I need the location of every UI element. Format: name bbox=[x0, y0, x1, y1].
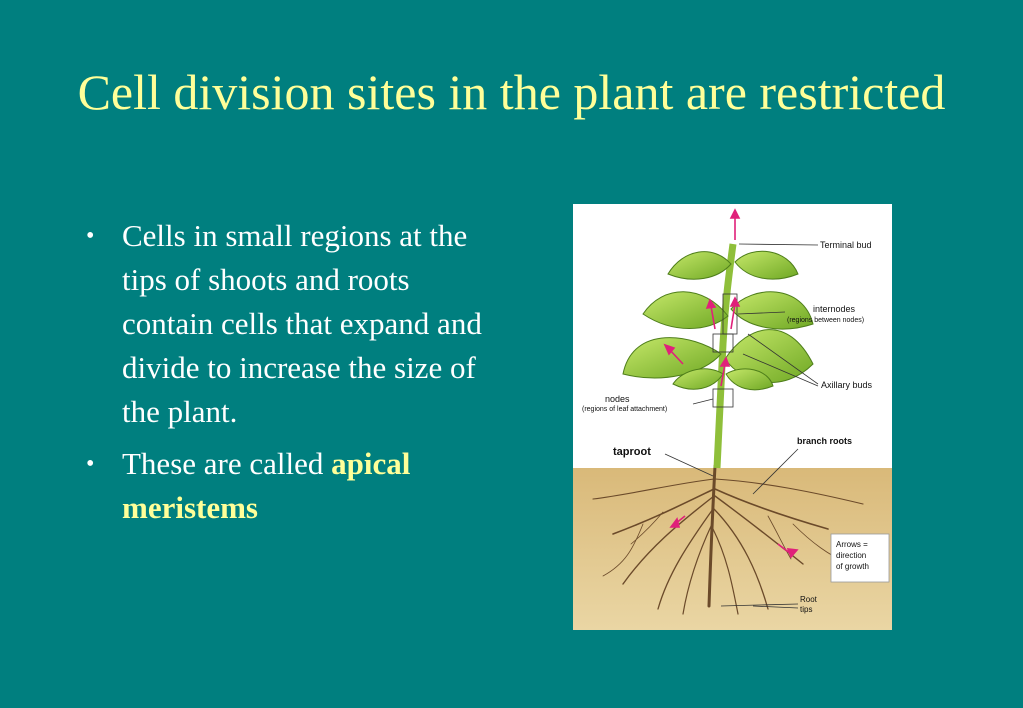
label-nodes-sub: (regions of leaf attachment) bbox=[582, 406, 667, 413]
highlight-term: apical meristems bbox=[122, 446, 411, 525]
label-internodes: internodes bbox=[813, 304, 856, 314]
bullet-text: These are called bbox=[122, 446, 332, 481]
label-taproot: taproot bbox=[613, 446, 651, 458]
leader-lines bbox=[664, 243, 819, 609]
plant-diagram: Terminal bud internodes (regions between… bbox=[573, 204, 892, 630]
plant-illustration: Terminal bud internodes (regions between… bbox=[573, 208, 892, 630]
label-root-tips-1: Root bbox=[800, 595, 818, 604]
bullet-symbol: • bbox=[86, 223, 95, 249]
leaves bbox=[622, 250, 814, 391]
bullet-list: • Cells in small regions at the tips of … bbox=[86, 214, 506, 538]
bullet-text: Cells in small regions at the tips of sh… bbox=[122, 218, 482, 429]
root-system bbox=[592, 464, 864, 615]
slide-title: Cell division sites in the plant are res… bbox=[77, 64, 946, 120]
growth-arrows bbox=[663, 208, 799, 559]
label-branch-roots: branch roots bbox=[797, 436, 852, 446]
label-root-tips-2: tips bbox=[800, 605, 812, 614]
legend-line-2: direction bbox=[836, 551, 866, 560]
bullet-item: • These are called apical meristems bbox=[86, 442, 506, 530]
stem bbox=[713, 243, 737, 469]
legend-line-1: Arrows = bbox=[836, 540, 868, 549]
label-internodes-sub: (regions between nodes) bbox=[787, 317, 864, 324]
label-axillary-buds: Axillary buds bbox=[821, 380, 873, 390]
node-boxes bbox=[712, 293, 738, 408]
bullet-symbol: • bbox=[86, 451, 95, 477]
legend-line-3: of growth bbox=[836, 562, 869, 571]
legend-box bbox=[830, 533, 890, 583]
bullet-item: • Cells in small regions at the tips of … bbox=[86, 214, 506, 434]
label-terminal-bud: Terminal bud bbox=[820, 240, 872, 250]
label-nodes: nodes bbox=[605, 394, 630, 404]
